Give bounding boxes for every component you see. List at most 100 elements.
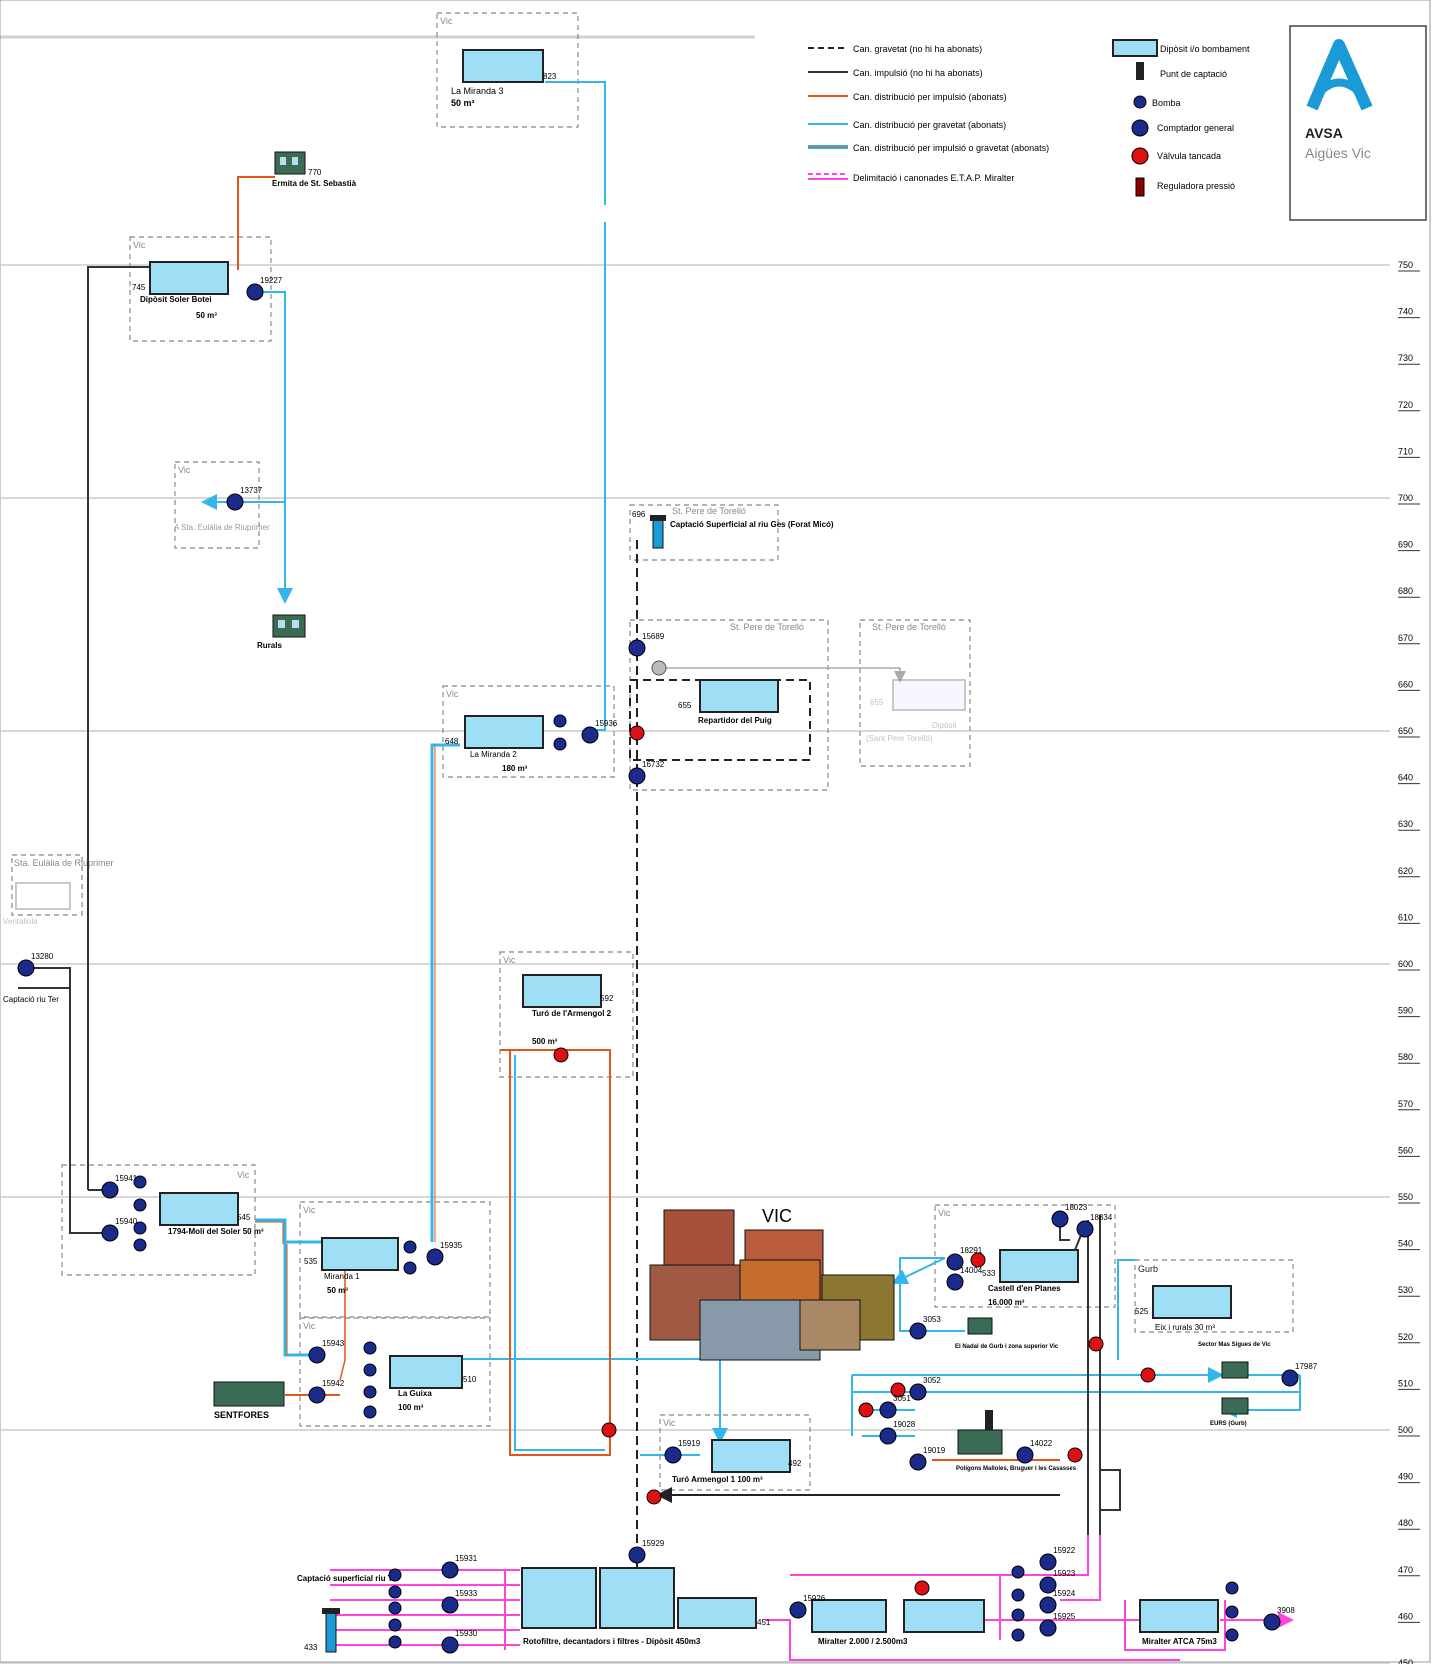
pump-icon bbox=[388, 1635, 402, 1649]
meter-icon bbox=[909, 1453, 927, 1471]
meter-id-label: 19019 bbox=[923, 1446, 946, 1455]
zone-label-turo1: Vic bbox=[663, 1418, 676, 1428]
closed-valve-icon bbox=[629, 725, 645, 741]
meter-icon bbox=[1281, 1369, 1299, 1387]
meter-id-label: 15923 bbox=[1053, 1569, 1076, 1578]
elevation-label: 580 bbox=[1398, 1052, 1413, 1062]
meter-icon bbox=[581, 726, 599, 744]
pump-icon bbox=[133, 1175, 147, 1189]
meter-icon bbox=[1051, 1210, 1069, 1228]
svg-text:823: 823 bbox=[543, 72, 557, 81]
pump-icon bbox=[553, 737, 567, 751]
vic-label: VIC bbox=[762, 1206, 792, 1226]
meter-icon bbox=[789, 1601, 807, 1619]
legend-symbol-3: Comptador general bbox=[1157, 123, 1234, 133]
svg-text:50 m³: 50 m³ bbox=[196, 311, 217, 320]
tank-guixa: La Guixa 100 m³ 510 bbox=[389, 1355, 477, 1412]
meter-id-label: 15931 bbox=[455, 1554, 478, 1563]
meter-icon bbox=[664, 1446, 682, 1464]
svg-text:Ventallola: Ventallola bbox=[3, 917, 38, 926]
svg-text:Repartidor del Puig: Repartidor del Puig bbox=[698, 716, 772, 725]
elevation-label: 650 bbox=[1398, 726, 1413, 736]
pump-icon bbox=[1011, 1565, 1025, 1579]
legend: Can. gravetat (no hi ha abonats) Can. im… bbox=[808, 39, 1250, 197]
svg-text:Turó Armengol 1 100 m³: Turó Armengol 1 100 m³ bbox=[672, 1475, 763, 1484]
eurs-label: EURS (Gurb) bbox=[1210, 1421, 1247, 1427]
meter-icon bbox=[308, 1346, 326, 1364]
meter-icon bbox=[226, 493, 244, 511]
captacio-riu-ter-left: Captació riu Ter bbox=[3, 995, 59, 1004]
svg-text:Dipòsit Soler Botei: Dipòsit Soler Botei bbox=[140, 295, 212, 304]
brand-subtitle: Aigües Vic bbox=[1305, 145, 1371, 161]
svg-text:648: 648 bbox=[445, 737, 459, 746]
svg-text:451: 451 bbox=[757, 1618, 771, 1627]
elevation-label: 510 bbox=[1398, 1378, 1413, 1388]
meter-icon bbox=[1016, 1446, 1034, 1464]
meter-icon bbox=[946, 1253, 964, 1271]
legend-symbol-0: Dipòsit i/o bombament bbox=[1160, 44, 1250, 54]
meter-id-label: 15919 bbox=[678, 1439, 701, 1448]
elevation-label: 480 bbox=[1398, 1518, 1413, 1528]
elevation-grid: 7507407307207107006906806706606506406306… bbox=[0, 260, 1420, 1664]
elevation-label: 460 bbox=[1398, 1611, 1413, 1621]
tank-miranda3: La Miranda 3 50 m³ 823 bbox=[451, 49, 557, 108]
pump-icon bbox=[388, 1601, 402, 1615]
zone-castell-planes bbox=[934, 1204, 1116, 1308]
zone-guixa bbox=[299, 1317, 491, 1427]
tank-miralter-atca: Miralter ATCA 75m3 bbox=[1139, 1599, 1219, 1646]
tank-moli-soler: 1794-Molí del Soler 50 m³ 545 bbox=[159, 1192, 264, 1236]
zone-miranda1 bbox=[299, 1201, 491, 1318]
meter-id-label: 19227 bbox=[260, 276, 283, 285]
svg-text:Dipòsit: Dipòsit bbox=[932, 721, 957, 730]
legend-symbol-5: Reguladora pressió bbox=[1157, 181, 1235, 191]
elevation-label: 540 bbox=[1398, 1239, 1413, 1249]
tank-rotofiltre: Rotofiltre, decantadors i filtres - Dipò… bbox=[521, 1567, 771, 1646]
building-ermita-icon bbox=[274, 151, 306, 175]
elevation-label: 660 bbox=[1398, 679, 1413, 689]
elevation-label: 710 bbox=[1398, 446, 1413, 456]
zone-turo-armengol1 bbox=[659, 1414, 811, 1491]
legend-line-0: Can. gravetat (no hi ha abonats) bbox=[853, 44, 982, 54]
gray-valve-icon bbox=[651, 660, 667, 676]
meter-id-label: 15941 bbox=[115, 1174, 138, 1183]
building-nadal-icon bbox=[967, 1317, 993, 1335]
closed-valve-icon bbox=[646, 1489, 662, 1505]
legend-line-2: Can. distribució per impulsió (abonats) bbox=[853, 92, 1007, 102]
tank-repartidor: Repartidor del Puig 655 bbox=[678, 679, 779, 725]
zone-label-sta-eulalia: Sta. Eulàlia de Riuprimer bbox=[14, 858, 114, 868]
pressure-regulator-icon bbox=[1135, 177, 1145, 197]
closed-valve-icon bbox=[1067, 1447, 1083, 1463]
meter-id-label: 16732 bbox=[642, 760, 665, 769]
tank-miranda1: Miranda 1 50 m³ 535 bbox=[304, 1237, 399, 1295]
elevation-label: 450 bbox=[1398, 1658, 1413, 1664]
svg-text:100 m³: 100 m³ bbox=[398, 1403, 424, 1412]
svg-text:Rotofiltre, decantadors i filt: Rotofiltre, decantadors i filtres - Dipò… bbox=[523, 1637, 701, 1646]
svg-text:745: 745 bbox=[132, 283, 146, 292]
elevation-label: 570 bbox=[1398, 1099, 1413, 1109]
svg-text:545: 545 bbox=[237, 1213, 251, 1222]
pump-icon bbox=[1225, 1628, 1239, 1642]
tank-turo-armengol1: Turó Armengol 1 100 m³ 492 bbox=[672, 1439, 802, 1484]
tank-icon bbox=[1112, 39, 1158, 57]
elevation-label: 630 bbox=[1398, 819, 1413, 829]
pump-icon bbox=[133, 1221, 147, 1235]
legend-symbol-4: Vàlvula tancada bbox=[1157, 151, 1221, 161]
meter-id-label: 15933 bbox=[455, 1589, 478, 1598]
tanks: La Miranda 3 50 m³ 823 Dipòsit Soler Bot… bbox=[3, 49, 1232, 1646]
meter-icon bbox=[909, 1383, 927, 1401]
zone-st-pere-diposit bbox=[859, 619, 971, 767]
meter-icon bbox=[441, 1561, 459, 1579]
zone-gurb bbox=[1134, 1259, 1294, 1333]
building-sector-mas-icon bbox=[1221, 1361, 1249, 1379]
svg-text:Castell d'en Planes: Castell d'en Planes bbox=[988, 1284, 1061, 1293]
meter-icon bbox=[628, 639, 646, 657]
elevation-label: 560 bbox=[1398, 1145, 1413, 1155]
zone-label-turo2: Vic bbox=[503, 955, 516, 965]
pump-icon bbox=[553, 714, 567, 728]
meter-id-label: 3051 bbox=[893, 1394, 911, 1403]
meter-id-label: 15689 bbox=[642, 632, 665, 641]
zone-label-st-pere-1: St. Pere de Torelló bbox=[672, 506, 746, 516]
